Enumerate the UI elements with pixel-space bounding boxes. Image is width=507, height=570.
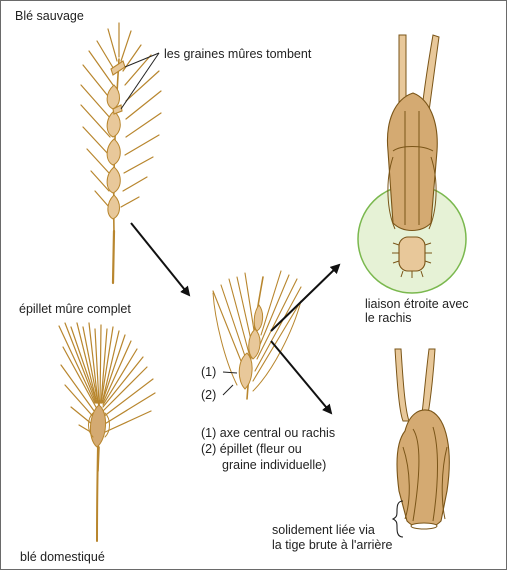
domestic-wheat-ear xyxy=(59,323,155,541)
label-firmly-bound-line2: la tige brute à l'arrière xyxy=(272,538,393,552)
marker-1: (1) xyxy=(201,365,216,379)
label-complete-ripe-spikelet: épillet mûre complet xyxy=(19,302,131,316)
legend-spikelet-line2: graine individuelle) xyxy=(222,458,326,472)
label-firmly-bound-line1: solidement liée via xyxy=(272,523,375,537)
attachment-brace xyxy=(393,501,403,537)
label-domestic-wheat: blé domestiqué xyxy=(20,550,105,564)
label-tight-link-line2: le rachis xyxy=(365,311,412,325)
legend-rachis: (1) axe central ou rachis xyxy=(201,426,335,440)
label-ripe-grains-fall: les graines mûres tombent xyxy=(164,47,311,61)
marker-2: (2) xyxy=(201,388,216,402)
rachis-spikelet-detail xyxy=(213,271,301,399)
label-tight-link-line1: liaison étroite avec xyxy=(365,297,469,311)
wild-spikelet-closeup xyxy=(358,35,466,293)
arrow-spikelet-to-wild-closeup xyxy=(271,265,339,331)
arrow-wild-to-spikelet xyxy=(131,223,189,295)
label-wild-wheat: Blé sauvage xyxy=(15,9,84,23)
grain-fall-pointers xyxy=(121,53,159,109)
arrow-spikelet-to-domestic-closeup xyxy=(271,341,331,413)
marker-leaders xyxy=(223,372,237,395)
legend-spikelet-line1: (2) épillet (fleur ou xyxy=(201,442,302,456)
domestic-spikelet-closeup xyxy=(395,349,449,529)
flow-arrows xyxy=(131,223,339,413)
